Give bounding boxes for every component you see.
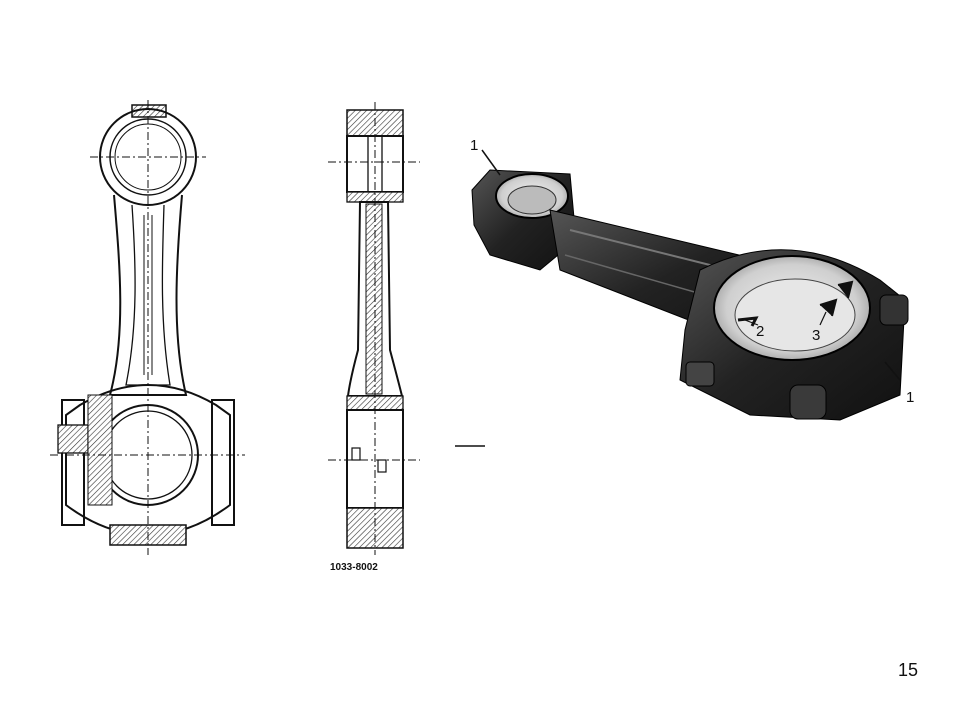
callout-3: 3 [812, 327, 820, 344]
page-number: 15 [897, 660, 918, 680]
connecting-rod-section-view: 1033-8002 [328, 102, 420, 573]
drawing-code: 1033-8002 [330, 562, 378, 573]
callout-2: 2 [756, 323, 764, 340]
callout-1-top: 1 [470, 137, 478, 154]
callout-1-right: 1 [906, 389, 914, 406]
connecting-rod-front-view [50, 100, 245, 555]
connecting-rod-photo: 1 2 3 1 [470, 137, 914, 421]
dash-mark [455, 445, 485, 447]
